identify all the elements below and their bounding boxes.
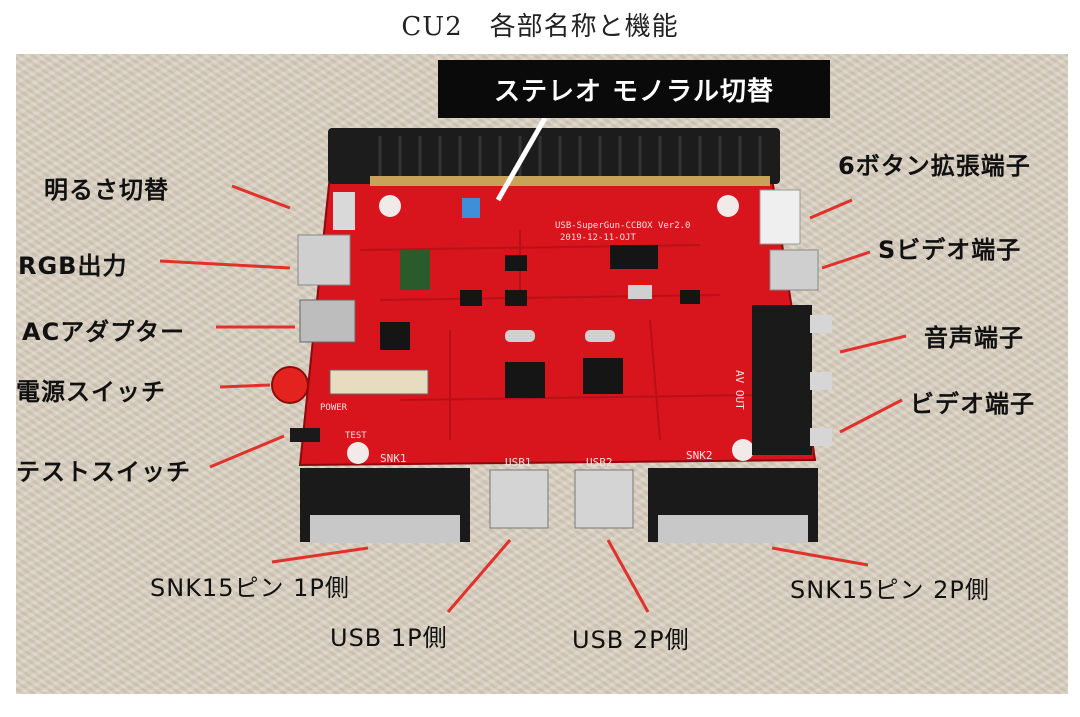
label-video: ビデオ端子 (910, 390, 1035, 418)
silk-power: POWER (320, 403, 348, 413)
label-power-switch: 電源スイッチ (16, 378, 166, 406)
label-test-switch: テストスイッチ (16, 458, 191, 486)
label-audio: 音声端子 (924, 324, 1024, 352)
power-button (271, 366, 309, 404)
stereo-mono-banner: ステレオ モノラル切替 (438, 60, 830, 118)
mcu-chip-2 (583, 358, 623, 394)
six-button-header (759, 189, 801, 245)
label-snk-1p: SNK15ピン 1P側 (150, 574, 350, 602)
silk-usb1: USB1 (505, 456, 532, 469)
label-usb-1p: USB 1P側 (330, 624, 448, 652)
page-title: CU2 各部名称と機能 (401, 12, 679, 42)
silk-av-out: AV OUT (733, 370, 746, 410)
silk-snk2: SNK2 (686, 449, 713, 462)
silk-usb2: USB2 (586, 456, 613, 469)
brightness-switch (333, 192, 355, 230)
silk-test: TEST (345, 431, 367, 441)
silkscreen-title: USB-SuperGun-CCBOX Ver2.0 (555, 221, 690, 231)
banner-pointer (495, 116, 548, 202)
edge-connector (328, 128, 780, 184)
s-video-port (769, 249, 819, 291)
pointer-lines (159, 184, 907, 613)
silkscreen-date: 2019-12-11-OJT (560, 233, 636, 243)
label-s-video: Sビデオ端子 (878, 236, 1022, 264)
label-snk-2p: SNK15ピン 2P側 (790, 576, 990, 604)
dc-jack (299, 299, 356, 343)
label-rgb-out: RGB出力 (18, 252, 128, 280)
silk-snk1: SNK1 (380, 452, 407, 465)
usb2-port (574, 469, 634, 529)
usb1-port (489, 469, 549, 529)
label-six-button: 6ボタン拡張端子 (838, 152, 1031, 180)
label-usb-2p: USB 2P側 (572, 626, 690, 654)
stereo-mono-switch (462, 198, 480, 218)
label-ac-adapter: ACアダプター (22, 318, 186, 346)
mcu-chip-1 (505, 362, 545, 398)
power-slider (329, 369, 429, 395)
test-button (290, 428, 320, 442)
rgb-port (297, 234, 351, 286)
label-brightness: 明るさ切替 (44, 176, 169, 204)
av-connector-block (752, 305, 812, 455)
